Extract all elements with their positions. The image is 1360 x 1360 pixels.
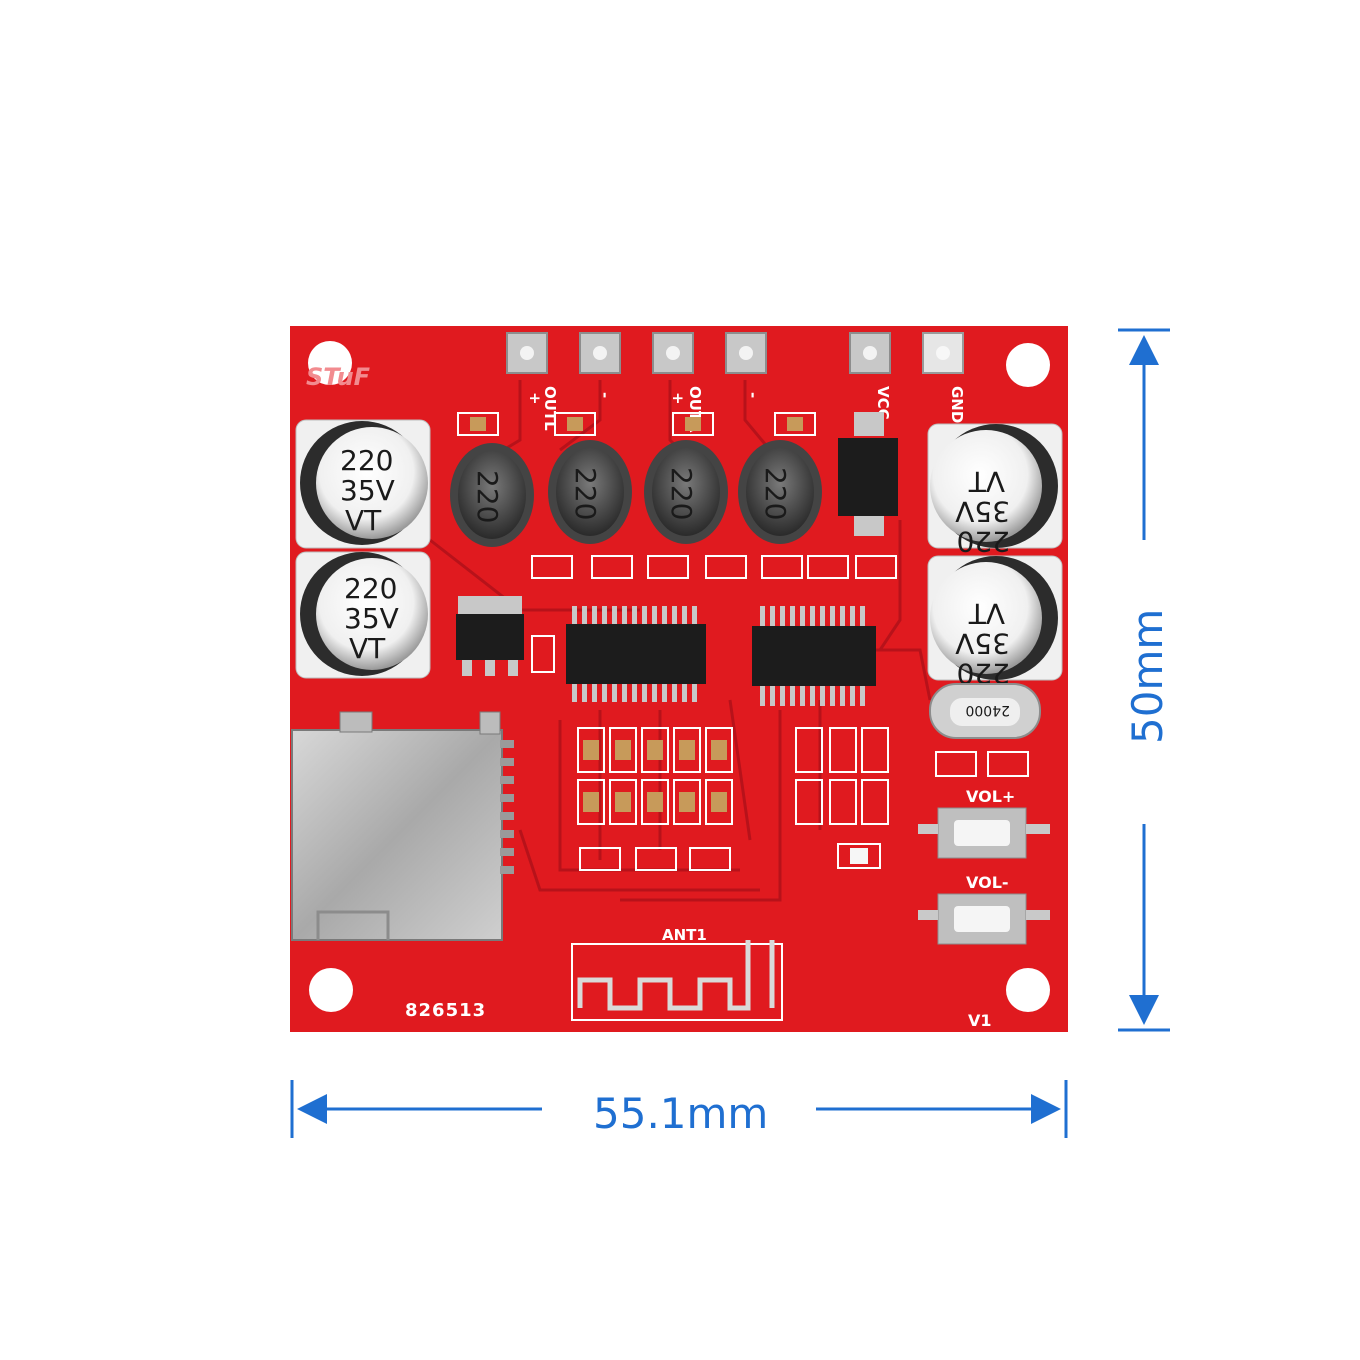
outr-minus-label: - xyxy=(744,392,762,398)
inductor-marking: 220 xyxy=(665,467,698,520)
antenna-label: ANT1 xyxy=(662,926,707,944)
vol-down-button[interactable] xyxy=(918,893,1050,945)
capacitor-left-bottom: 220 35V VT xyxy=(295,551,431,679)
vol-up-button[interactable] xyxy=(918,807,1050,859)
gnd-label: GND xyxy=(948,386,966,423)
cap-text-line2: 35V xyxy=(340,474,395,507)
inductor-marking: 220 xyxy=(759,467,792,520)
inductor-1: 220 xyxy=(450,443,534,547)
vcc-label: VCC xyxy=(874,386,892,420)
smd-resistors-top xyxy=(457,412,816,436)
capacitor-right-top: 220 35V VT xyxy=(927,423,1063,558)
pcb-antenna xyxy=(571,940,783,1021)
watermark-text: STuF xyxy=(306,363,371,391)
cap-text-line2: 35V xyxy=(955,495,1010,528)
cap-text-line1: 220 xyxy=(957,525,1010,558)
status-led xyxy=(837,843,881,869)
inductor-2: 220 xyxy=(548,440,632,544)
cap-text-line3: VT xyxy=(349,632,386,665)
cap-text-line3: VT xyxy=(345,504,382,537)
outl-label: OUTL xyxy=(541,386,559,431)
height-dimension xyxy=(1118,328,1170,1032)
crystal-marking: 24000 xyxy=(965,702,1010,718)
outr-plus-label: + xyxy=(669,392,687,405)
inductor-3: 220 xyxy=(644,440,728,544)
board-version: V1 xyxy=(968,1011,992,1030)
capacitor-left-top: 220 35V VT xyxy=(295,419,431,549)
crystal-oscillator: 24000 xyxy=(929,683,1041,739)
pcb-traces xyxy=(429,380,932,902)
terminal-pads xyxy=(506,332,964,374)
height-label: 50mm xyxy=(1123,609,1172,744)
inductor-marking: 220 xyxy=(569,467,602,520)
cap-text-line3: VT xyxy=(968,465,1005,498)
amplifier-ic xyxy=(566,606,706,702)
cap-text-line1: 220 xyxy=(344,572,397,605)
capacitor-right-bottom: 220 35V VT xyxy=(927,555,1063,690)
width-label: 55.1mm xyxy=(593,1089,768,1138)
voltage-regulator xyxy=(456,596,524,676)
bluetooth-ic xyxy=(752,606,876,706)
cap-text-line2: 35V xyxy=(955,627,1010,660)
outl-minus-label: - xyxy=(596,392,614,398)
cap-text-line3: VT xyxy=(968,597,1005,630)
sd-card-slot[interactable] xyxy=(291,711,514,941)
smd-row-mid xyxy=(531,555,897,673)
inductor-marking: 220 xyxy=(471,470,504,523)
diode xyxy=(838,412,898,536)
width-dimension xyxy=(290,1080,1068,1138)
cap-text-line1: 220 xyxy=(340,444,393,477)
inductor-4: 220 xyxy=(738,440,822,544)
smd-matrix xyxy=(577,727,1029,871)
vol-up-label: VOL+ xyxy=(966,787,1015,806)
mounting-holes xyxy=(308,341,1050,1012)
vol-down-label: VOL- xyxy=(966,873,1009,892)
cap-text-line2: 35V xyxy=(344,602,399,635)
outl-plus-label: + xyxy=(526,392,544,405)
board-id: 826513 xyxy=(405,1000,486,1021)
